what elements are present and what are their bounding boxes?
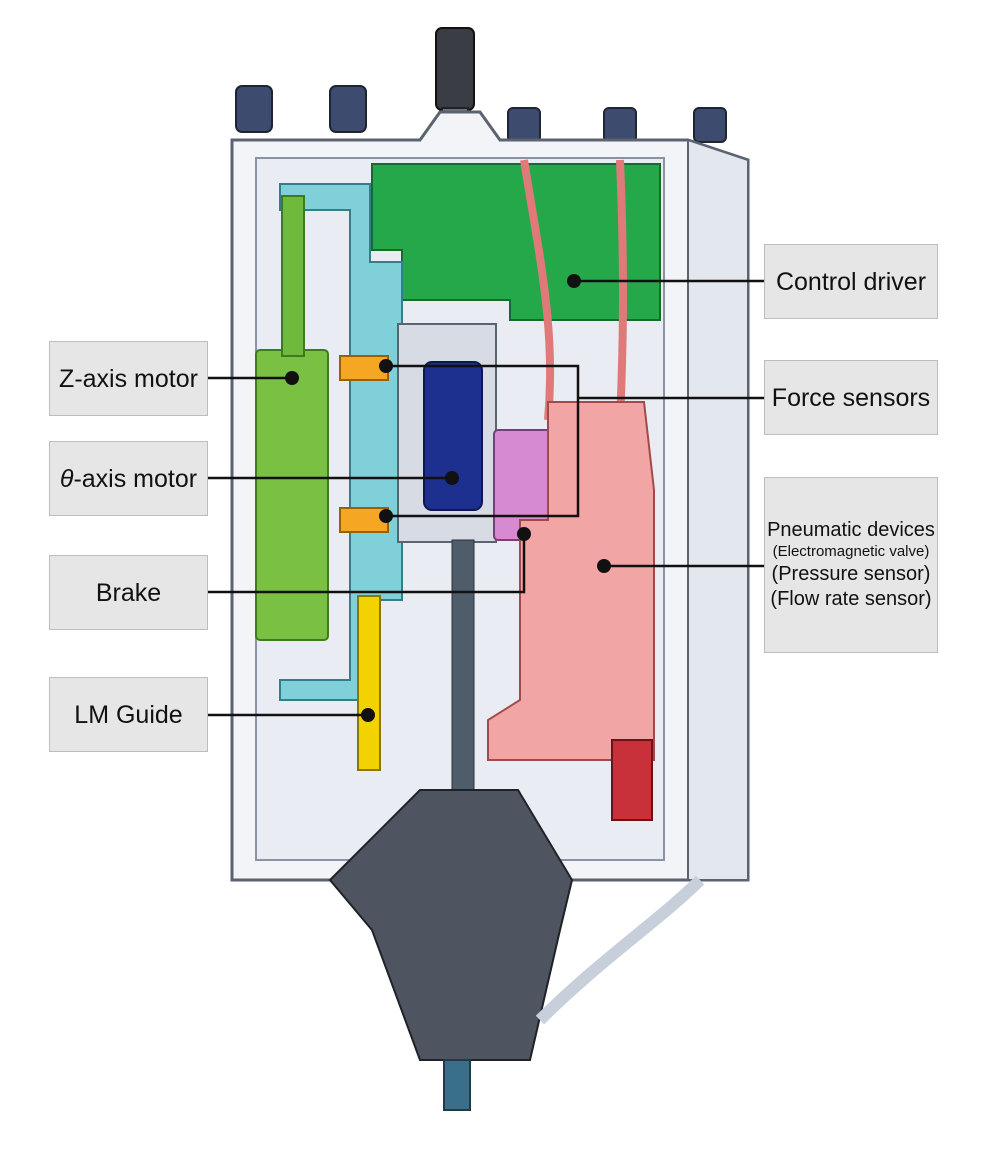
pneumatic-block: [487, 401, 655, 761]
sensor-clip-lower: [339, 507, 389, 533]
label-force-sensors: Force sensors: [764, 360, 938, 435]
label-pneumatic-devices: Pneumatic devices (Electromagnetic valve…: [764, 477, 938, 653]
label-lm-guide-text: LM Guide: [74, 700, 183, 729]
leader-force-sensors: [386, 364, 580, 518]
label-control-driver: Control driver: [764, 244, 938, 319]
side-frame: [687, 138, 749, 881]
theta-axis-motor-shape: [423, 361, 483, 511]
label-lm-guide: LM Guide: [49, 677, 208, 752]
valve-red: [611, 739, 653, 821]
label-theta-axis-motor: θ-axis motor: [49, 441, 208, 516]
side-hose: [535, 875, 705, 1025]
label-pneumatic-valve: (Electromagnetic valve): [772, 543, 930, 561]
leader-brake: [208, 534, 526, 594]
theta-axis-motor-rest: -axis motor: [73, 464, 198, 493]
label-pneumatic-title: Pneumatic devices: [767, 519, 935, 542]
label-pneumatic-flow: (Flow rate sensor): [770, 587, 932, 610]
leader-lines: [208, 279, 764, 717]
top-fittings: [235, 85, 727, 143]
nozzle-tip: [443, 1059, 471, 1111]
label-control-driver-text: Control driver: [775, 267, 927, 296]
z-axis-rod: [281, 195, 305, 357]
theta-symbol: θ: [59, 464, 74, 493]
label-z-axis-motor: Z-axis motor: [49, 341, 208, 416]
z-axis-motor-shape: [255, 349, 329, 641]
nozzle-body: [328, 789, 574, 1061]
label-brake-text: Brake: [95, 578, 162, 607]
control-driver-board: [371, 163, 661, 321]
label-force-sensors-text: Force sensors: [771, 383, 931, 412]
label-pneumatic-pressure: (Pressure sensor): [771, 562, 931, 585]
tube-right: [616, 159, 627, 421]
label-brake: Brake: [49, 555, 208, 630]
lm-guide-shape: [357, 595, 381, 771]
leader-dots: [285, 274, 611, 722]
tube-left: [520, 159, 555, 421]
label-z-axis-motor-text: Z-axis motor: [59, 364, 198, 393]
label-theta-axis-motor-text: θ-axis motor: [60, 464, 197, 494]
shaft: [451, 539, 475, 791]
